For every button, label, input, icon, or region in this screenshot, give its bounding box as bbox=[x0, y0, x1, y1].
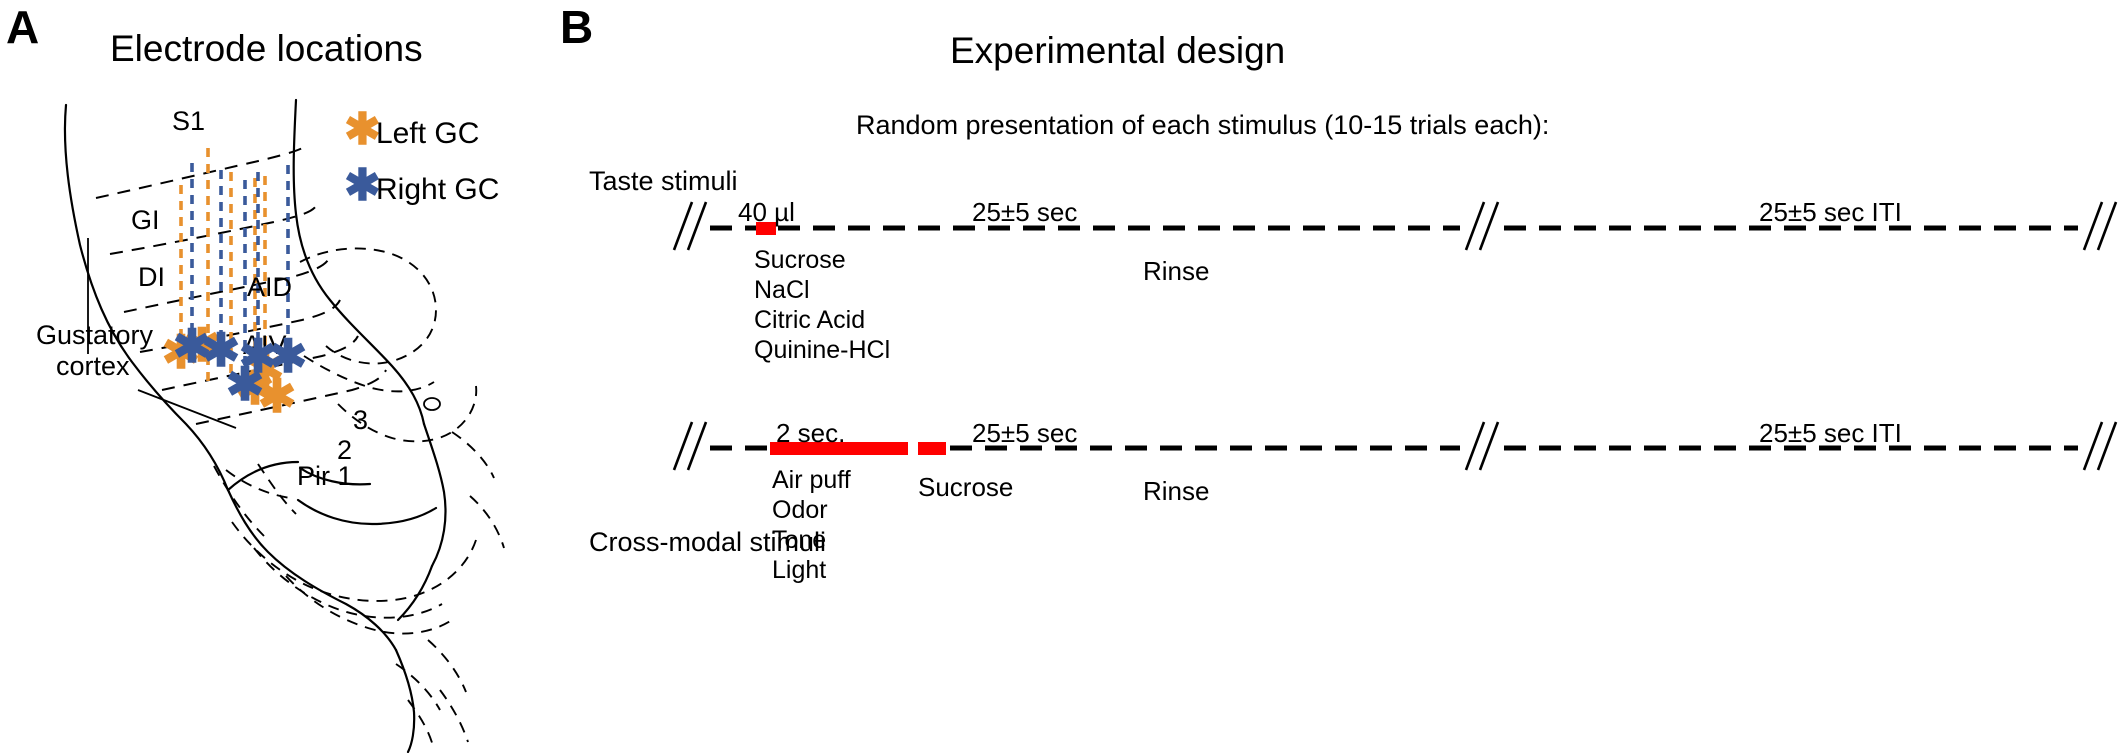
panel-b-title: Experimental design bbox=[950, 30, 1286, 71]
taste-break-label-rinse: Rinse bbox=[1143, 256, 1210, 286]
panel-b-letter: B bbox=[560, 1, 594, 53]
brain-label-2: 2 bbox=[337, 435, 353, 465]
legend-asterisk-icon-right-gc: ✱ bbox=[344, 161, 381, 210]
asterisk-icon-left-gc: ✱ bbox=[246, 343, 285, 395]
asterisk-icon-left-gc: ✱ bbox=[258, 370, 297, 422]
stimulus-item: Citric Acid bbox=[754, 306, 866, 334]
brain-label-3: 3 bbox=[353, 405, 369, 435]
legend-label-left-gc: Left GC bbox=[376, 117, 480, 150]
brain-label-aiv: AIV bbox=[243, 330, 287, 360]
stimulus-item: Light bbox=[772, 556, 827, 584]
asterisk-icon-left-gc: ✱ bbox=[183, 319, 222, 371]
brain-label-pir1: Pir 1 bbox=[297, 461, 353, 491]
legend-asterisk-icon-left-gc: ✱ bbox=[344, 105, 381, 154]
cross-modal-stimuli-list: Air puff Odor Tone Light bbox=[772, 465, 851, 585]
cross-modal-interval-1: 25±5 sec bbox=[972, 418, 1078, 448]
cross-modal-timeline bbox=[672, 421, 2118, 471]
stimulus-item: Odor bbox=[772, 496, 828, 524]
brain-schematic bbox=[63, 98, 505, 753]
legend-label-right-gc: Right GC bbox=[376, 173, 500, 206]
asterisk-icon-right-gc: ✱ bbox=[202, 324, 241, 376]
cross-modal-event-duration: 2 sec. bbox=[776, 418, 846, 448]
brain-label-aid: AID bbox=[247, 272, 293, 302]
panel-b-subtitle: Random presentation of each stimulus (10… bbox=[856, 110, 1550, 140]
asterisk-icon-right-gc: ✱ bbox=[269, 330, 308, 382]
row-label-taste-stimuli: Taste stimuli bbox=[589, 166, 738, 196]
asterisk-icon-right-gc: ✱ bbox=[226, 358, 265, 410]
panel-a-title: Electrode locations bbox=[110, 28, 423, 69]
cross-modal-interval-2: 25±5 sec ITI bbox=[1759, 418, 1902, 448]
stimulus-marker bbox=[756, 222, 776, 235]
taste-stimuli-list: Sucrose NaCl Citric Acid Quinine-HCl bbox=[754, 245, 890, 365]
stimulus-item: Tone bbox=[772, 526, 827, 554]
stimulus-item: Sucrose bbox=[754, 246, 846, 274]
taste-event-duration: 40 µl bbox=[738, 197, 795, 227]
asterisk-icon-left-gc: ✱ bbox=[162, 326, 201, 378]
stimulus-item: Air puff bbox=[772, 466, 851, 494]
asterisk-icon-right-gc: ✱ bbox=[239, 330, 278, 382]
taste-timeline bbox=[672, 201, 2118, 251]
asterisk-icon-right-gc: ✱ bbox=[173, 320, 212, 372]
row-label-cross-modal-stimuli: Cross-modal stimuli bbox=[589, 527, 827, 557]
stimulus-item: NaCl bbox=[754, 276, 810, 304]
electrode-endpoint-markers: ✱ ✱ ✱ ✱ ✱ ✱ ✱ ✱ ✱ ✱ bbox=[162, 319, 308, 422]
stimulus-marker-sucrose bbox=[918, 442, 946, 455]
taste-interval-2: 25±5 sec ITI bbox=[1759, 197, 1902, 227]
brain-label-s1: S1 bbox=[172, 106, 206, 136]
brain-label-gi: GI bbox=[131, 205, 160, 235]
stimulus-bar-cross-modal bbox=[770, 442, 908, 455]
stimulus-item: Quinine-HCl bbox=[754, 336, 891, 364]
cross-modal-secondary-event-label: Sucrose bbox=[918, 472, 1014, 502]
taste-interval-1: 25±5 sec bbox=[972, 197, 1078, 227]
brain-label-di: DI bbox=[138, 262, 165, 292]
brain-label-gustatory: Gustatory bbox=[36, 320, 154, 350]
asterisk-icon-left-gc: ✱ bbox=[236, 362, 275, 414]
panel-a-letter: A bbox=[6, 1, 40, 53]
cross-modal-break-label-rinse: Rinse bbox=[1143, 476, 1210, 506]
brain-label-cortex: cortex bbox=[56, 351, 130, 381]
